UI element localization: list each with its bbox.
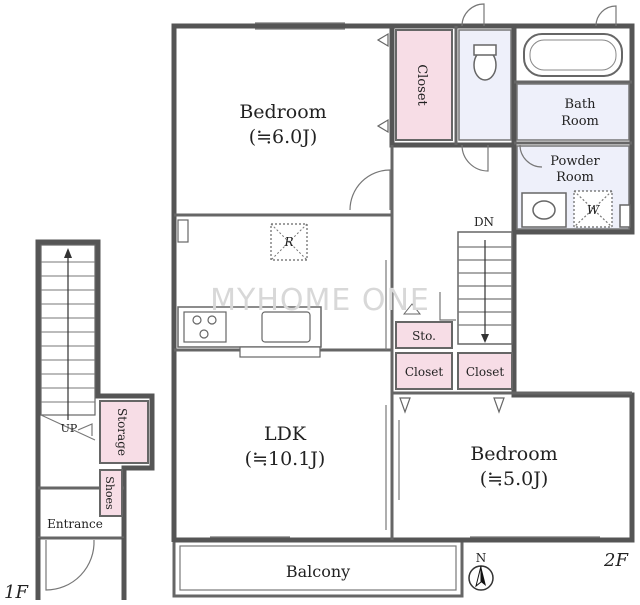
bedroom-1: Bedroom (≒6.0J) — [239, 101, 326, 148]
shoes-label: Shoes — [103, 476, 116, 510]
stairs-2f — [439, 231, 513, 345]
ldk: LDK (≒10.1J) — [245, 423, 326, 470]
shoes-closet — [99, 469, 123, 517]
second-floor — [171, 22, 635, 598]
bath-room — [516, 83, 630, 141]
sink-icon — [521, 192, 567, 228]
down-label: DN — [474, 215, 494, 229]
watermark: MYHOME ONE — [210, 283, 430, 318]
bedroom-2-size: (≒5.0J) — [480, 468, 549, 490]
closet-right — [457, 352, 513, 390]
stove-icon — [183, 311, 227, 343]
kitchen-sink-icon — [261, 311, 311, 343]
bedroom-2: Bedroom (≒5.0J) — [470, 443, 557, 490]
storage-label: Storage — [115, 408, 129, 456]
bedroom-1-size: (≒6.0J) — [249, 126, 318, 148]
ldk-name: LDK — [264, 423, 307, 445]
bath-label-line2: Room — [561, 114, 599, 129]
fridge-label: R — [283, 235, 293, 249]
floor-label-2f: 2F — [603, 550, 629, 571]
entrance-label: Entrance — [47, 517, 103, 531]
toilet-room — [458, 29, 512, 141]
powder-label-line2: Room — [556, 170, 594, 185]
compass-label: N — [476, 551, 487, 565]
entrance-door-arc — [45, 539, 95, 591]
storage-small — [395, 321, 453, 349]
bedroom-2-name: Bedroom — [470, 443, 557, 465]
storage — [99, 400, 149, 464]
ldk-size: (≒10.1J) — [245, 448, 326, 470]
bedroom-1-name: Bedroom — [239, 101, 326, 123]
up-label: UP — [61, 422, 78, 435]
bath-label-line1: Bath — [565, 97, 597, 112]
storage-small-label: Sto. — [412, 329, 436, 343]
balcony-label: Balcony — [286, 562, 350, 581]
first-floor — [35, 239, 155, 600]
washer-label: W — [587, 203, 601, 217]
closet-left — [395, 352, 453, 390]
powder-label-line1: Powder — [550, 154, 600, 169]
closet-top-label: Closet — [414, 64, 429, 106]
bathtub-icon — [523, 33, 623, 77]
closet-left-label: Closet — [405, 365, 444, 379]
compass: N — [468, 551, 494, 591]
closet-top — [395, 29, 453, 141]
closet-right-label: Closet — [466, 365, 505, 379]
floor-label-1f: 1F — [4, 582, 29, 603]
